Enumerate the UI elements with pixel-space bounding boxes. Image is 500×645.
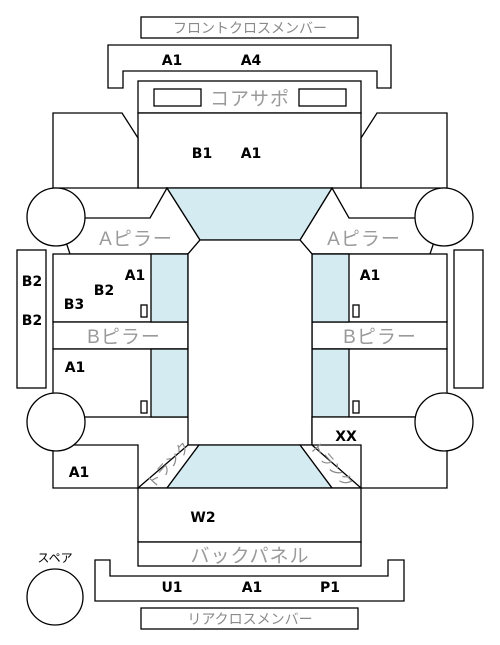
rear-right-wheel[interactable] xyxy=(414,392,474,452)
left-front-door-handle xyxy=(140,304,148,318)
right-rear-door-handle xyxy=(352,400,360,414)
rear-code-left: U1 xyxy=(161,580,182,596)
left-front-fender[interactable] xyxy=(52,112,139,189)
right-side-sill[interactable] xyxy=(453,249,484,389)
left-headlight xyxy=(153,88,202,107)
rear-bumper[interactable] xyxy=(94,559,405,602)
left-front-window xyxy=(150,253,189,323)
front-right-wheel[interactable] xyxy=(414,187,474,247)
right-rear-window xyxy=(311,348,350,418)
left-b-pillar[interactable] xyxy=(52,321,189,350)
right-front-door-handle xyxy=(352,304,360,318)
front-cross-member-label: フロントクロスメンバー xyxy=(173,20,327,36)
right-front-fender[interactable] xyxy=(360,112,448,189)
front-cross-code-left: A1 xyxy=(162,53,183,69)
left-rear-quarter-code: A1 xyxy=(69,465,90,481)
hood-code-left: B1 xyxy=(192,146,212,162)
right-front-window xyxy=(311,253,350,323)
right-rear-quarter-code: XX xyxy=(335,429,357,445)
b-pillar-right-label: Bピラー xyxy=(343,327,417,348)
left-sill-code-bottom: B2 xyxy=(22,313,42,329)
front-bumper[interactable] xyxy=(107,44,392,89)
back-panel-box[interactable] xyxy=(137,541,362,567)
front-left-wheel[interactable] xyxy=(26,187,86,247)
spare-label: スペア xyxy=(37,551,72,565)
trunk-lid-code: W2 xyxy=(190,510,215,526)
left-rear-door-handle xyxy=(140,400,148,414)
a-pillar-left-label: Aピラー xyxy=(99,229,173,250)
rear-code-center: A1 xyxy=(242,580,263,596)
left-rear-door-code: A1 xyxy=(65,360,86,376)
front-cross-code-right: A4 xyxy=(241,53,262,69)
trunk-lid[interactable] xyxy=(137,487,362,543)
left-sill-code-top: B2 xyxy=(22,274,42,290)
front-cross-member-box[interactable] xyxy=(140,16,359,39)
a-pillar-right-label: Aピラー xyxy=(327,229,401,250)
left-rear-quarter[interactable] xyxy=(52,444,139,489)
left-front-door-code-b: B2 xyxy=(94,283,114,299)
left-front-door-code-c: B3 xyxy=(64,297,84,313)
right-b-pillar[interactable] xyxy=(311,321,448,350)
rear-left-wheel[interactable] xyxy=(26,392,86,452)
left-side-sill[interactable] xyxy=(16,249,47,389)
roof-panel[interactable] xyxy=(187,239,313,446)
core-support-label: コアサポ xyxy=(210,88,290,110)
spare-tire[interactable] xyxy=(26,568,84,626)
right-headlight xyxy=(298,88,347,107)
back-panel-label: バックパネル xyxy=(190,545,309,567)
b-pillar-left-label: Bピラー xyxy=(87,327,161,348)
rear-cross-member-box[interactable] xyxy=(140,607,359,630)
right-front-door-code: A1 xyxy=(360,268,381,284)
left-rear-window xyxy=(150,348,189,418)
rear-code-right: P1 xyxy=(320,580,340,596)
left-front-door-code-a: A1 xyxy=(125,268,146,284)
hood-code-right: A1 xyxy=(241,146,262,162)
rear-cross-member-label: リアクロスメンバー xyxy=(187,611,312,627)
